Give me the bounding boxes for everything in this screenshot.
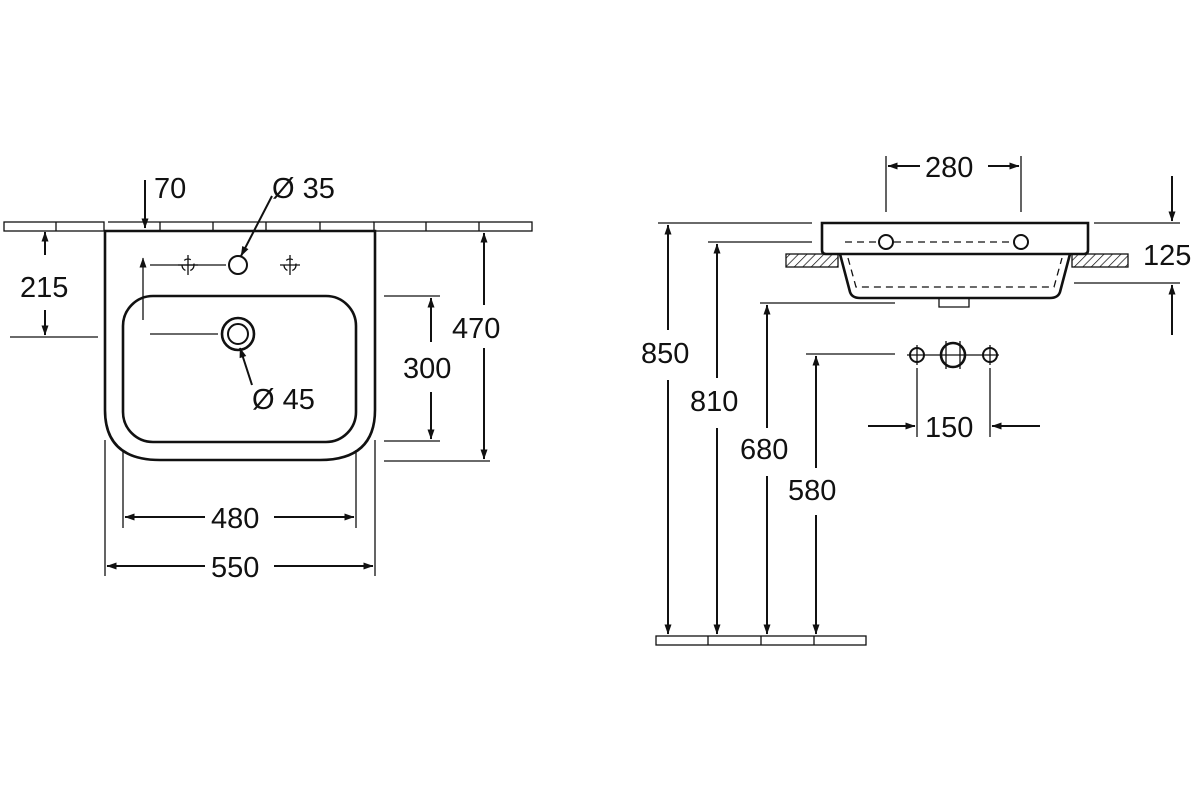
dim-label-tap-hole: Ø 35 <box>272 173 335 205</box>
dim-label-tap-spacing: 280 <box>925 152 973 184</box>
bowl-outline <box>121 294 358 444</box>
dim-supply-height: 580 <box>788 353 895 635</box>
dim-label-tap-offset: 70 <box>154 173 186 205</box>
tap-holes <box>150 255 300 275</box>
dim-label-supply-spacing: 150 <box>925 412 973 444</box>
floor-strip <box>655 635 867 646</box>
dim-bowl-depth: 300 <box>384 295 451 442</box>
dim-label-overall-width: 550 <box>211 552 259 584</box>
dim-supply-spacing: 150 <box>868 368 1040 444</box>
dim-label-bowl-depth: 300 <box>403 353 451 385</box>
wall-strip <box>3 221 533 232</box>
dim-waste: Ø 45 <box>239 347 315 416</box>
dim-label-wall-to-tap: 215 <box>20 272 68 304</box>
dim-waste-outlet-height: 680 <box>740 302 895 635</box>
basin-side-profile <box>820 221 1090 308</box>
dim-label-overall-depth: 470 <box>452 313 500 345</box>
dim-bottom-height: 810 <box>690 241 812 635</box>
dim-wall-to-tap: 215 <box>10 231 98 338</box>
dim-label-supply-height: 580 <box>788 475 836 507</box>
dim-label-waste-outlet-height: 680 <box>740 434 788 466</box>
dim-label-basin-height: 125 <box>1143 240 1191 272</box>
dim-label-rim-height: 850 <box>641 338 689 370</box>
dim-rim-height: 850 <box>641 222 812 635</box>
wall-section-left <box>785 253 839 268</box>
front-view: 70 Ø 35 Ø 45 215 300 <box>3 173 533 584</box>
dim-overall-width: 550 <box>104 440 376 584</box>
wall-section-right <box>1071 253 1129 268</box>
dim-bowl-width: 480 <box>122 450 357 535</box>
basin-outline <box>103 229 377 462</box>
supply-connections <box>907 341 999 369</box>
side-view: 280 125 850 810 680 <box>641 152 1191 646</box>
dim-basin-height: 125 <box>1074 176 1191 335</box>
waste-outlet <box>150 316 256 352</box>
dim-label-waste: Ø 45 <box>252 384 315 416</box>
dim-tap-hole: Ø 35 <box>240 173 335 257</box>
dim-tap-spacing: 280 <box>885 152 1022 212</box>
dim-overall-depth: 470 <box>384 232 500 462</box>
dim-label-bowl-width: 480 <box>211 503 259 535</box>
dim-label-bottom-height: 810 <box>690 386 738 418</box>
dim-tap-offset: 70 <box>139 173 186 320</box>
